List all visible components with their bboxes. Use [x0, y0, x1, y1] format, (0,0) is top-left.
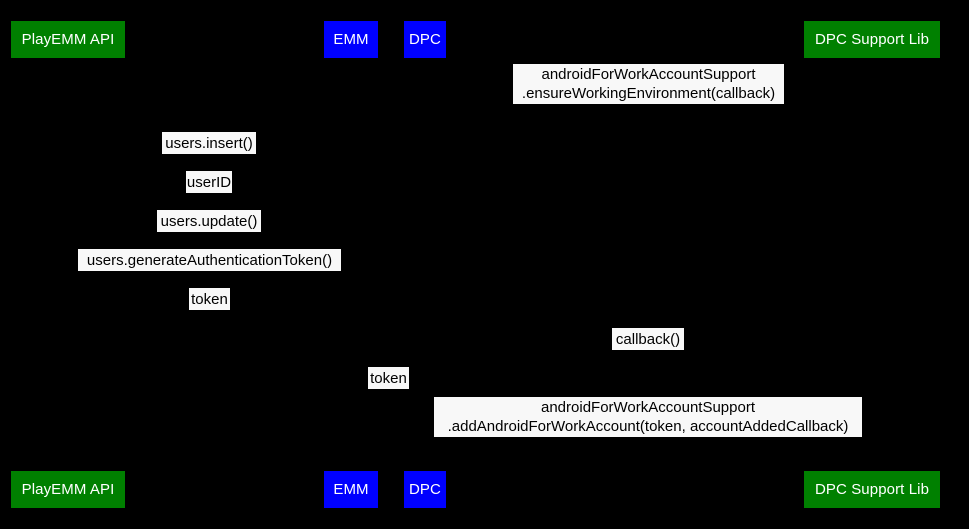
message-label-users-update: users.update() — [157, 210, 261, 232]
message-label-line: users.insert() — [165, 134, 253, 152]
message-label-line: userID — [186, 173, 232, 191]
participant-label: DPC — [409, 481, 441, 498]
message-label-user-id: userID — [186, 171, 232, 193]
message-label-line: androidForWorkAccountSupport — [541, 399, 755, 416]
message-label-ensure-working-environment: androidForWorkAccountSupport .ensureWorki… — [513, 64, 784, 104]
participant-label: DPC Support Lib — [814, 31, 930, 48]
participant-label: EMM — [333, 31, 369, 48]
message-label-line: .addAndroidForWorkAccount(token, account… — [447, 418, 849, 435]
message-label-users-generate-authentication-token: users.generateAuthenticationToken() — [78, 249, 341, 271]
message-label-line: users.update() — [160, 212, 258, 230]
participant-playemm-api-top[interactable]: PlayEMM API — [11, 21, 125, 58]
message-label-line: .ensureWorkingEnvironment(callback) — [521, 85, 776, 102]
participant-dpc-support-lib-top[interactable]: DPC Support Lib — [804, 21, 940, 58]
message-label-line: token — [370, 369, 407, 387]
participant-dpc-bottom[interactable]: DPC — [404, 471, 446, 508]
participant-emm-bottom[interactable]: EMM — [324, 471, 378, 508]
participant-label: PlayEMM API — [21, 31, 115, 48]
participant-label: DPC Support Lib — [814, 481, 930, 498]
participant-label: DPC — [409, 31, 441, 48]
message-label-users-insert: users.insert() — [162, 132, 256, 154]
message-label-line: token — [191, 290, 228, 308]
participant-playemm-api-bottom[interactable]: PlayEMM API — [11, 471, 125, 508]
message-label-add-android-for-work-account: androidForWorkAccountSupport .addAndroidF… — [434, 397, 862, 437]
participant-label: EMM — [333, 481, 369, 498]
participant-dpc-support-lib-bottom[interactable]: DPC Support Lib — [804, 471, 940, 508]
participant-label: PlayEMM API — [21, 481, 115, 498]
message-label-callback: callback() — [612, 328, 684, 350]
message-label-line: users.generateAuthenticationToken() — [86, 251, 333, 269]
message-label-line: androidForWorkAccountSupport — [541, 66, 756, 83]
participant-dpc-top[interactable]: DPC — [404, 21, 446, 58]
participant-emm-top[interactable]: EMM — [324, 21, 378, 58]
message-label-token-lower: token — [368, 367, 409, 389]
message-label-token-upper: token — [189, 288, 230, 310]
message-label-line: callback() — [615, 330, 681, 348]
